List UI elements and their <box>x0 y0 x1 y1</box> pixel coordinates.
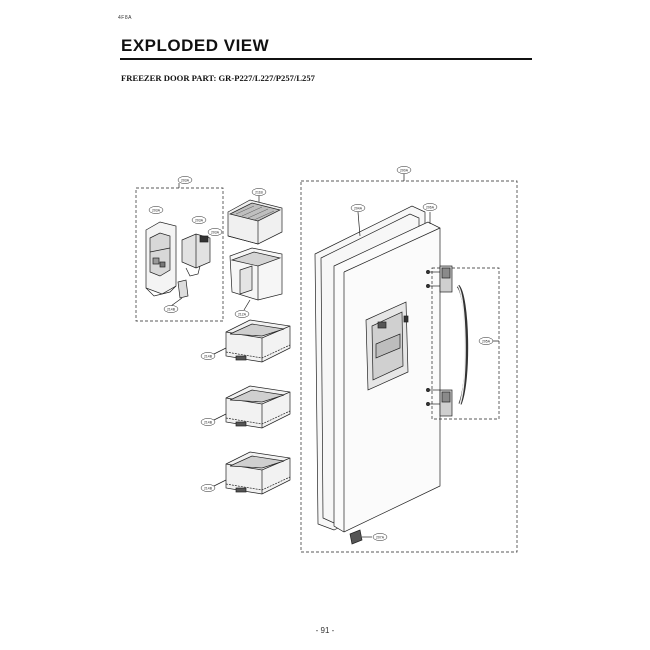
title-underline <box>120 58 532 60</box>
callout-duct-lower-label: 212A <box>238 312 247 316</box>
callout-labels: 203A 203A 203A 203A 214B 211B 212A 214B <box>148 166 494 541</box>
callout-gasket-label: 204A <box>354 206 363 210</box>
page-corner-mark: 4F8A <box>118 15 132 21</box>
page-subtitle: FREEZER DOOR PART: GR-P227/L227/P257/L25… <box>121 73 315 83</box>
handle-mount-top <box>426 265 453 293</box>
door-bin-3 <box>225 451 291 495</box>
door-hinge-lower <box>349 529 363 545</box>
callout-assembly-box-label: 203A <box>181 178 190 182</box>
callout-handle-label: 205A <box>482 339 491 343</box>
door-bin-2 <box>225 385 291 429</box>
callout-hinge-lower: 207A <box>372 533 388 541</box>
callout-dispenser-door-label: 203A <box>195 218 204 222</box>
callout-handle: 205A <box>478 337 494 345</box>
callout-door-outer: 206A <box>422 203 438 211</box>
callout-hinge-lower-label: 207A <box>376 535 385 539</box>
callout-motor-part: 203A <box>207 228 223 236</box>
callout-ice-bin-top: 211B <box>251 188 267 196</box>
callout-door-assembly-label: 200A <box>400 168 409 172</box>
callout-duct-lower: 212A <box>234 310 250 318</box>
callout-door-assembly: 200A <box>396 166 412 174</box>
callout-gasket: 204A <box>350 204 366 212</box>
callout-bin-3: 214B <box>200 484 216 492</box>
door-bins-group <box>211 319 291 495</box>
handle-mount-bottom <box>426 388 453 417</box>
door-bin-1 <box>225 319 291 363</box>
callout-bin-1: 214B <box>200 352 216 360</box>
dispenser-bracket <box>177 279 189 299</box>
callout-door-outer-label: 206A <box>426 205 435 209</box>
page-title: EXPLODED VIEW <box>121 36 270 55</box>
door-assembly-frame <box>300 180 518 553</box>
callout-bin-1-label: 214B <box>204 354 213 358</box>
callout-bin-2-label: 214B <box>204 420 213 424</box>
callout-bin-3-label: 214B <box>204 486 213 490</box>
door-assembly-group <box>300 174 518 553</box>
callout-bin-lower-label: 214B <box>167 307 176 311</box>
callout-ice-chute-cover: 203A <box>148 206 164 214</box>
callout-ice-bin-top-label: 211B <box>255 190 263 194</box>
callout-bin-lower: 214B <box>163 305 179 313</box>
dispenser-assembly-group <box>135 183 224 322</box>
callout-ice-chute-cover-label: 203A <box>152 208 161 212</box>
callout-motor-part-label: 203A <box>211 230 220 234</box>
page-number: - 91 - <box>315 626 335 635</box>
callout-bin-2: 214B <box>200 418 216 426</box>
callout-assembly-box: 203A <box>177 176 193 184</box>
callout-dispenser-door: 203A <box>191 216 207 224</box>
handle-frame <box>431 267 500 420</box>
ice-bin-group <box>227 195 283 311</box>
